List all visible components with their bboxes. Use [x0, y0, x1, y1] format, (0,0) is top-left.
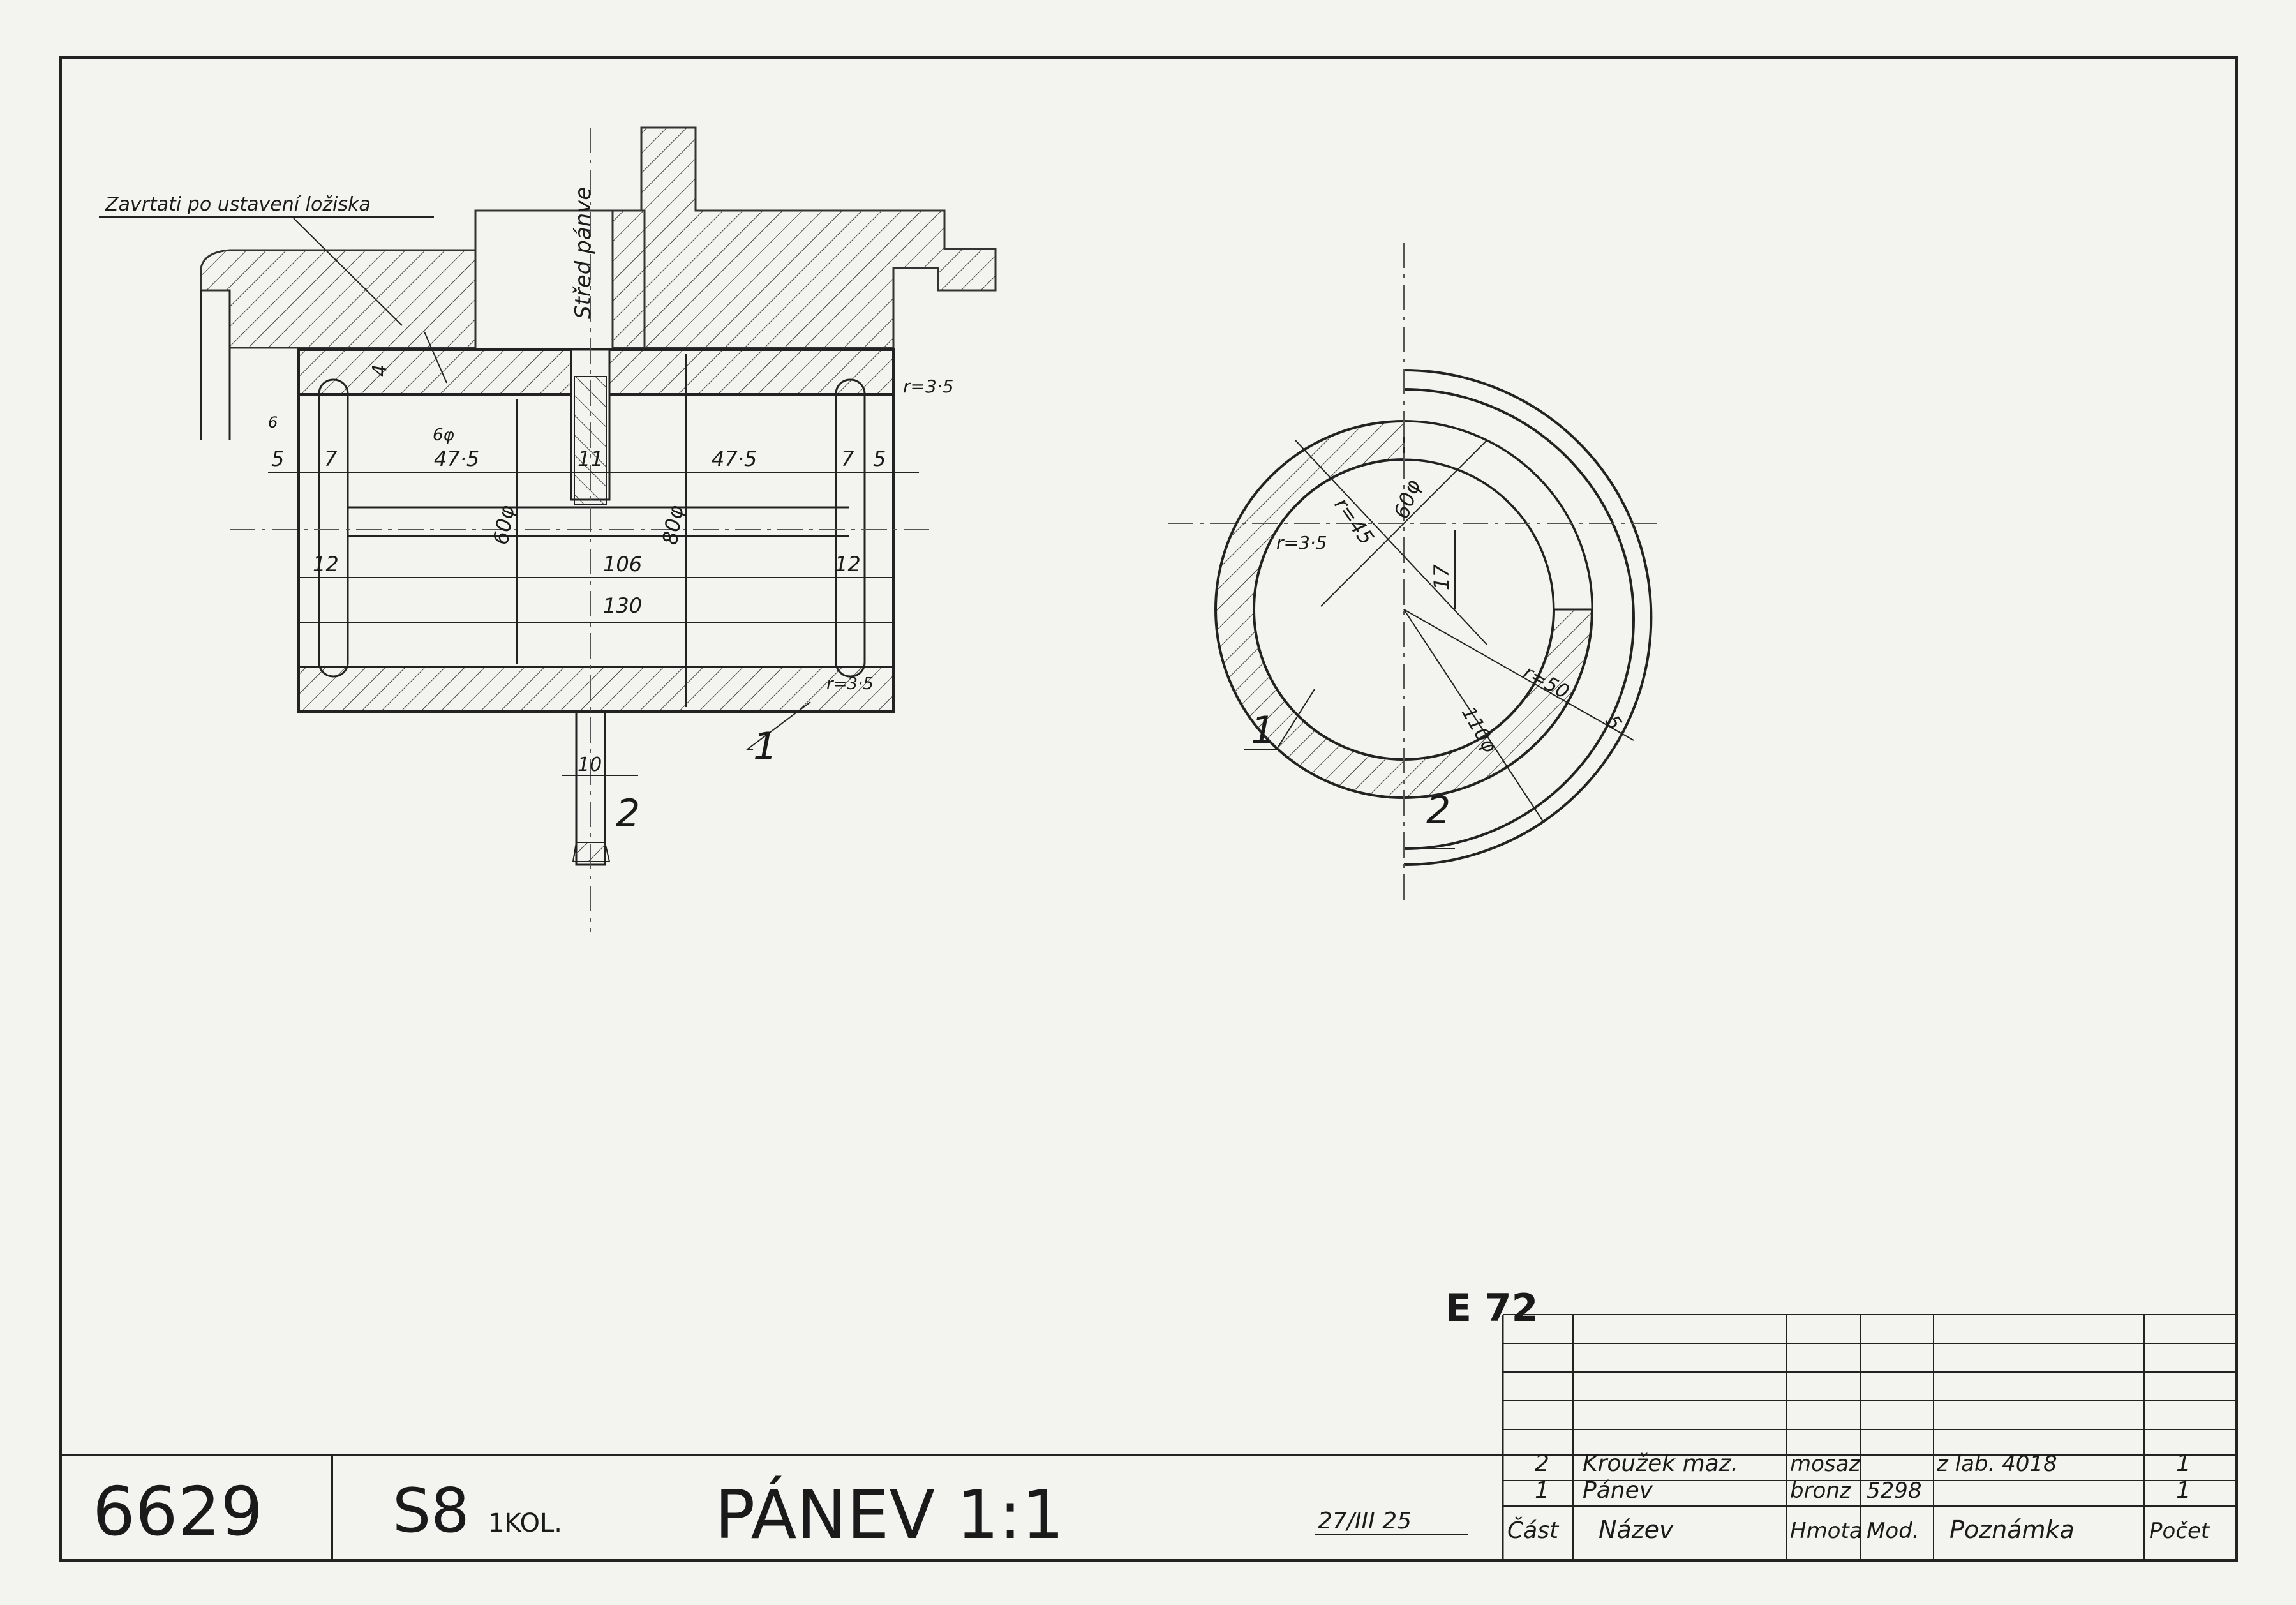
row-1-name: Pánev: [1583, 1477, 1653, 1504]
dim-4: 4: [369, 364, 391, 377]
dim-12-right: 12: [835, 552, 861, 576]
dim-475-right: 47·5: [712, 447, 757, 471]
part-label-2: 2: [616, 791, 640, 836]
row-1-model: 5298: [1867, 1478, 1922, 1504]
header-note: Poznámka: [1949, 1516, 2075, 1544]
dim-10: 10: [578, 754, 602, 776]
bore-note-label: Zavrtati po ustavení ložiska: [105, 193, 371, 216]
dim-106: 106: [603, 552, 642, 576]
dim-5-right: 5: [873, 447, 886, 471]
end-view: r=45 60φ r=3·5 17 r=50 110φ 5 1 2: [1168, 243, 1659, 906]
row-2-count: 1: [2176, 1451, 2191, 1477]
dim-6-left: 6: [268, 414, 278, 431]
header-pos: Část: [1507, 1517, 1560, 1544]
dim-r35-end: r=3·5: [1276, 532, 1327, 553]
row-1-material: bronz: [1790, 1478, 1852, 1504]
dim-60phi: 60φ: [488, 504, 519, 546]
radius-bottom: r=3·5: [826, 675, 874, 694]
quantity-note: 1KOL.: [488, 1509, 562, 1538]
header-count: Počet: [2149, 1518, 2210, 1544]
section-view: Zavrtati po ustavení ložiska Střed pánve…: [99, 126, 997, 932]
dim-6phi: 6φ: [433, 426, 454, 445]
dim-17: 17: [1429, 564, 1454, 590]
row-2-material: mosaz: [1790, 1451, 1861, 1477]
archive-stamp: E 72: [1445, 1286, 1538, 1331]
part-label-1: 1: [753, 724, 777, 769]
center-label: Střed pánve: [570, 187, 596, 319]
header-name: Název: [1599, 1516, 1674, 1544]
row-2-pos: 2: [1535, 1451, 1549, 1477]
dim-5-left: 5: [271, 447, 284, 471]
part-label-1b: 1: [1251, 708, 1275, 753]
housing-section: [200, 126, 997, 349]
model-code: S8: [392, 1476, 470, 1546]
row-2-note: z lab. 4018: [1936, 1451, 2057, 1477]
dim-12-left: 12: [313, 552, 339, 576]
part-label-2b: 2: [1426, 788, 1450, 833]
dim-80phi: 80φ: [657, 504, 688, 546]
row-1-pos: 1: [1535, 1477, 1549, 1504]
header-model: Mod.: [1867, 1518, 1920, 1544]
row-2-name: Kroužek maz.: [1583, 1451, 1738, 1477]
radius-top: r=3·5: [903, 376, 954, 397]
drawing-border: [59, 56, 2238, 1562]
header-material: Hmota: [1790, 1518, 1863, 1544]
dim-7-right: 7: [841, 447, 854, 471]
bearing-shell-lower: [297, 666, 895, 713]
drawing-number: 6629: [93, 1473, 263, 1551]
drawing-title: PÁNEV 1:1: [715, 1475, 1064, 1554]
title-block: 6629 S8 1KOL. PÁNEV 1:1 27/III 25 2 Krou…: [61, 1314, 2237, 1560]
dim-7-left: 7: [324, 447, 338, 471]
row-1-count: 1: [2176, 1477, 2191, 1504]
drawing-date: 27/III 25: [1318, 1508, 1412, 1534]
dim-130: 130: [603, 593, 642, 618]
dim-475-left: 47·5: [434, 447, 479, 471]
oil-ring-end-view: [1403, 369, 1653, 866]
dim-11: 11: [578, 447, 604, 471]
